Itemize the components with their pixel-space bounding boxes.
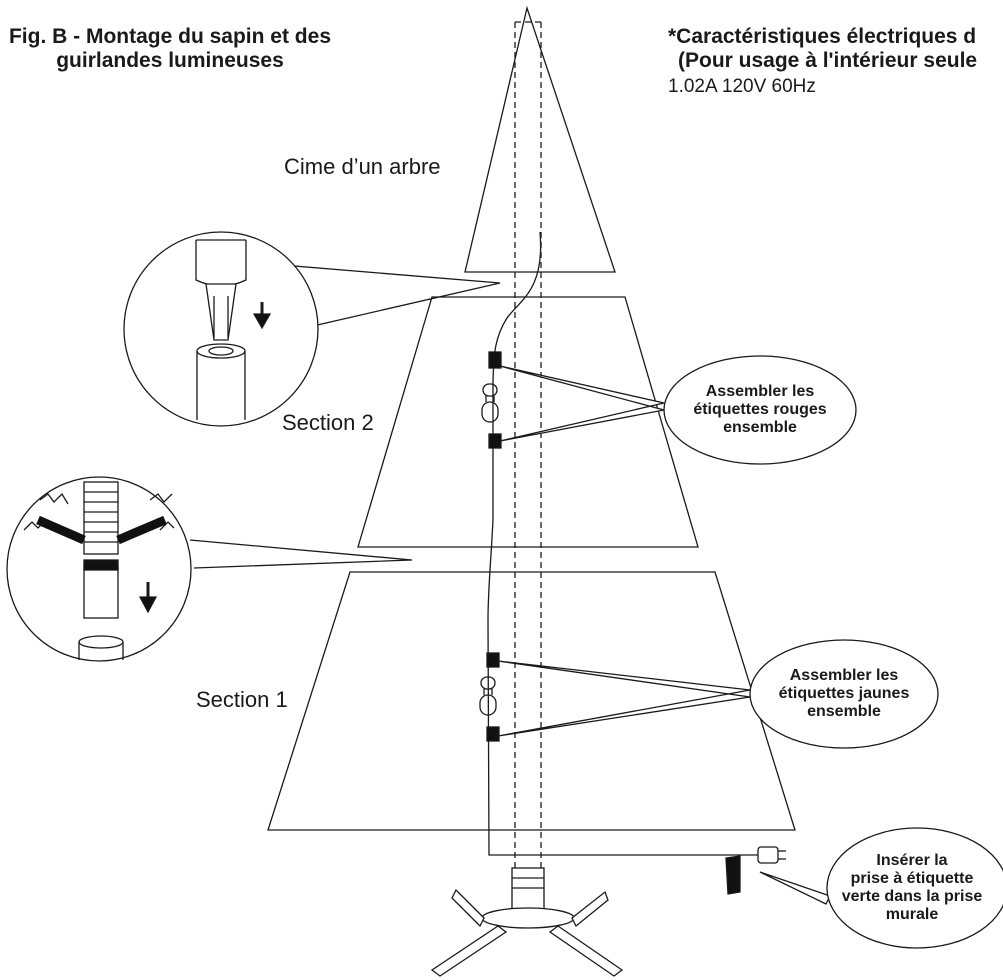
electrical-specs: *Caractéristiques électriques d (Pour us… bbox=[668, 25, 977, 98]
plug-callout-pointer bbox=[759, 871, 831, 905]
plug-callout-line1: Insérer la bbox=[876, 852, 948, 869]
red-callout-pointer bbox=[499, 365, 665, 442]
plug-callout-line4: murale bbox=[885, 906, 939, 923]
yellow-callout-line3: ensemble bbox=[807, 703, 881, 720]
red-tag-upper bbox=[488, 351, 502, 369]
top-zoom-leader bbox=[245, 261, 501, 341]
yellow-tag-lower bbox=[486, 726, 500, 742]
specs-heading-line2: (Pour usage à l'intérieur seule bbox=[678, 49, 978, 72]
tree-stand bbox=[430, 867, 624, 977]
figure-title: Fig. B - Montage du sapin et des guirlan… bbox=[0, 25, 340, 73]
wall-plug bbox=[757, 846, 786, 864]
red-callout-line3: ensemble bbox=[723, 419, 797, 436]
specs-heading-line1: *Caractéristiques électriques d bbox=[668, 25, 977, 48]
specs-rating: 1.02A 120V 60Hz bbox=[668, 76, 816, 97]
yellow-callout-line1: Assembler les bbox=[789, 667, 899, 684]
yellow-callout-line2: étiquettes jaunes bbox=[778, 685, 910, 702]
top-joint-zoom bbox=[123, 231, 319, 427]
tree-top-section bbox=[464, 5, 616, 273]
tree-section-2 bbox=[357, 296, 699, 548]
plug-callout: Insérer la prise à étiquette verte dans … bbox=[821, 852, 1003, 924]
red-callout-line1: Assembler les bbox=[705, 383, 815, 400]
red-tag-lower bbox=[488, 433, 502, 449]
central-pole bbox=[514, 21, 542, 870]
yellow-tag-upper bbox=[486, 652, 500, 668]
figure-title-line1: Fig. B - Montage du sapin et des bbox=[8, 25, 331, 48]
plug-callout-line2: prise à étiquette bbox=[850, 870, 974, 887]
red-callout-line2: étiquettes rouges bbox=[693, 401, 827, 418]
yellow-tags-callout: Assembler les étiquettes jaunes ensemble bbox=[748, 667, 940, 721]
section-joint-zoom bbox=[6, 476, 192, 662]
label-tree-top: Cime d’un arbre bbox=[284, 154, 441, 179]
red-tags-callout: Assembler les étiquettes rouges ensemble bbox=[664, 383, 856, 437]
tree-section-1 bbox=[267, 571, 796, 831]
yellow-callout-bubble bbox=[749, 639, 939, 749]
light-wire bbox=[487, 231, 758, 856]
connector-red bbox=[481, 383, 499, 423]
plug-callout-line3: verte dans la prise bbox=[841, 888, 983, 905]
label-section-2: Section 2 bbox=[282, 410, 374, 435]
red-callout-bubble bbox=[663, 355, 857, 465]
connector-yellow bbox=[479, 676, 497, 716]
plug-callout-bubble bbox=[826, 827, 1003, 949]
figure-title-line2: guirlandes lumineuses bbox=[56, 49, 284, 72]
section-zoom-leader bbox=[189, 539, 413, 569]
green-tag bbox=[725, 855, 741, 895]
yellow-callout-pointer bbox=[497, 660, 751, 737]
label-section-1: Section 1 bbox=[196, 687, 288, 712]
